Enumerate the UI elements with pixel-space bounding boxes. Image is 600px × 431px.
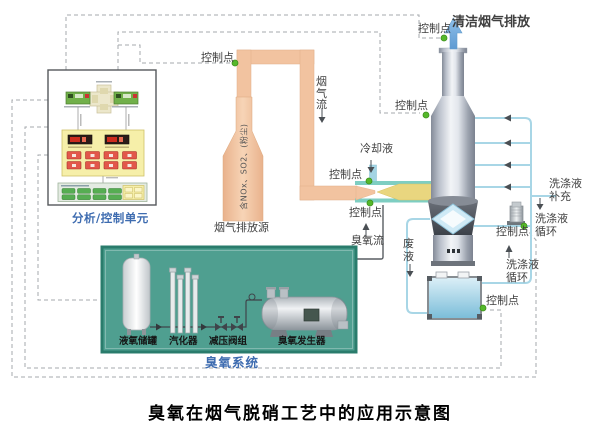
label-control-point: 控制点 bbox=[329, 168, 362, 181]
flow-arrows bbox=[318, 108, 544, 277]
wash-liquid-pipes bbox=[406, 117, 556, 314]
label-control-point: 控制点 bbox=[486, 294, 519, 307]
label-control-point: 控制点 bbox=[395, 99, 428, 112]
label-flue-gas-source: 烟气排放源 bbox=[214, 221, 269, 234]
chimney-emission-source bbox=[222, 96, 264, 222]
scrubber-tower bbox=[428, 47, 478, 266]
control-point-dot bbox=[422, 111, 430, 119]
circuit-boards bbox=[65, 91, 139, 105]
label-wash-liquid-cycle: 洗涤液循环 bbox=[535, 212, 568, 239]
label-wash-liquid-cycle: 洗涤液循环 bbox=[506, 258, 539, 285]
liquid-oxygen-tank-shape bbox=[122, 253, 151, 335]
label-ozone-generator: 臭氧发生器 bbox=[278, 336, 326, 347]
control-point-dot bbox=[365, 177, 373, 185]
venturi-mixer bbox=[355, 181, 434, 203]
label-ozone-flow: 臭氧流 bbox=[351, 234, 384, 247]
control-point-dot bbox=[520, 222, 528, 230]
label-vaporizer: 汽化器 bbox=[169, 336, 198, 347]
label-control-point: 控制点 bbox=[201, 51, 234, 64]
circulation-pump bbox=[507, 201, 525, 225]
label-waste-liquid: 废液 bbox=[403, 237, 414, 263]
vaporizer-shape bbox=[169, 267, 199, 334]
label-flue-gas-flow: 烟气流 bbox=[316, 75, 327, 112]
diagram-canvas bbox=[11, 14, 556, 378]
label-flue-gas-composition: 含NOx、SO2、(粉尘) bbox=[239, 123, 249, 210]
control-point-dot bbox=[231, 59, 239, 67]
pressure-valves-shape bbox=[215, 316, 243, 331]
ozone-system-box bbox=[100, 245, 358, 354]
control-point-dot bbox=[440, 34, 448, 42]
clean-gas-arrow-icon bbox=[444, 17, 463, 50]
green-buttons bbox=[61, 188, 122, 200]
waste-tank bbox=[427, 271, 482, 320]
control-point-dot bbox=[479, 304, 487, 312]
diagram-title: 臭氧在烟气脱硝工艺中的应用示意图 bbox=[148, 404, 452, 423]
ozone-generator-shape bbox=[261, 287, 349, 337]
label-ozone-system: 臭氧系统 bbox=[205, 355, 260, 370]
label-control-point: 控制点 bbox=[418, 22, 451, 35]
label-clean-flue-gas: 清洁烟气排放 bbox=[452, 15, 531, 30]
label-control-point: 控制点 bbox=[349, 206, 382, 219]
control-point-dot bbox=[366, 199, 374, 207]
label-coolant: 冷却液 bbox=[360, 142, 393, 155]
label-control-point: 控制点 bbox=[496, 225, 529, 238]
label-liquid-oxygen-tank: 液氧储罐 bbox=[119, 336, 158, 347]
control-signal-dashed-lines bbox=[11, 14, 537, 378]
label-pressure-reducing-valves: 减压阀组 bbox=[209, 336, 248, 347]
control-panel bbox=[47, 69, 157, 206]
label-analysis-control-unit: 分析/控制单元 bbox=[72, 211, 149, 225]
label-wash-liquid-makeup: 洗涤液补充 bbox=[549, 177, 582, 204]
control-point-dots bbox=[231, 34, 528, 312]
